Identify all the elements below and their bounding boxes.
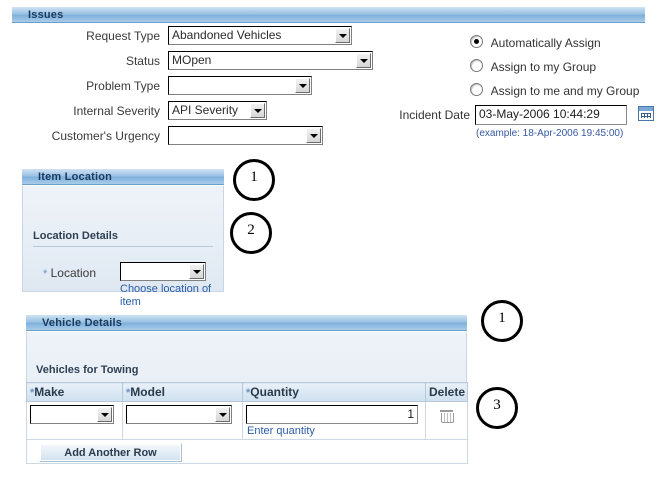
location-details-heading: Location Details xyxy=(33,230,118,242)
quantity-hint: Enter quantity xyxy=(247,425,315,437)
issues-panel: Issues xyxy=(12,6,645,23)
status-select[interactable]: MOpen xyxy=(168,51,373,70)
required-marker: * xyxy=(43,268,48,280)
annotation-1-item-location: 1 xyxy=(233,159,275,201)
field-internal-severity: Internal Severity API Severity xyxy=(12,101,392,123)
make-select[interactable] xyxy=(30,405,114,424)
chevron-down-icon[interactable] xyxy=(306,128,321,143)
internal-severity-value: API Severity xyxy=(172,103,239,117)
annotation-3-delete-icon: 3 xyxy=(476,387,518,429)
request-type-value: Abandoned Vehicles xyxy=(172,28,282,42)
required-marker: * xyxy=(126,387,131,399)
internal-severity-select[interactable]: API Severity xyxy=(168,101,267,120)
radio-label-assign-my-group: Assign to my Group xyxy=(490,60,597,74)
column-header-model-label: Model xyxy=(130,385,165,399)
quantity-input[interactable]: 1 xyxy=(246,405,418,424)
column-header-make: *Make xyxy=(26,382,123,402)
vehicle-details-panel: Vehicle Details xyxy=(26,314,467,331)
column-header-make-label: Make xyxy=(34,385,65,399)
location-select[interactable] xyxy=(120,262,206,281)
add-row-cell: Add Another Row xyxy=(26,439,468,464)
location-label-text: Location xyxy=(50,266,96,280)
radio-assign-me-and-my-group[interactable]: Assign to me and my Group xyxy=(470,83,639,103)
required-marker: * xyxy=(30,387,35,399)
incident-date-label: Incident Date xyxy=(399,108,470,122)
table-header-row: *Make *Model *Quantity Delete xyxy=(26,382,468,402)
chevron-down-icon[interactable] xyxy=(189,264,204,279)
radio-automatically-assign[interactable]: Automatically Assign xyxy=(470,35,601,55)
cell-make xyxy=(26,401,123,440)
radio-label-automatically-assign: Automatically Assign xyxy=(490,36,601,50)
required-marker: * xyxy=(246,387,251,399)
table-row: 1 Enter quantity xyxy=(26,401,468,440)
add-another-row-button[interactable]: Add Another Row xyxy=(39,443,182,462)
customers-urgency-label: Customer's Urgency xyxy=(51,129,160,143)
internal-severity-label: Internal Severity xyxy=(73,104,160,118)
annotation-1-vehicle-details: 1 xyxy=(481,300,523,342)
incident-date-example: (example: 18-Apr-2006 19:45:00) xyxy=(476,128,624,139)
field-status: Status MOpen xyxy=(12,51,392,73)
location-hint-link[interactable]: Choose location of item xyxy=(120,283,212,308)
status-value: MOpen xyxy=(172,53,212,67)
chevron-down-icon[interactable] xyxy=(250,103,265,118)
field-problem-type: Problem Type xyxy=(12,76,392,98)
column-header-model: *Model xyxy=(122,382,243,402)
status-label: Status xyxy=(125,54,160,68)
section-divider xyxy=(33,246,213,247)
request-type-label: Request Type xyxy=(86,29,160,43)
chevron-down-icon[interactable] xyxy=(97,407,112,422)
calendar-icon[interactable] xyxy=(638,106,654,121)
problem-type-select[interactable] xyxy=(168,76,312,95)
chevron-down-icon[interactable] xyxy=(335,28,350,43)
table-actions-row: Add Another Row xyxy=(26,439,468,464)
incident-date-input[interactable]: 03-May-2006 10:44:29 xyxy=(475,105,627,125)
request-type-select[interactable]: Abandoned Vehicles xyxy=(168,26,352,45)
item-location-body: Location Details * Location Choose locat… xyxy=(22,186,224,308)
chevron-down-icon[interactable] xyxy=(295,78,310,93)
item-location-title: Item Location xyxy=(22,168,224,185)
field-request-type: Request Type Abandoned Vehicles xyxy=(12,26,392,48)
item-location-panel: Item Location xyxy=(22,168,224,185)
cell-quantity: 1 Enter quantity xyxy=(242,401,426,440)
chevron-down-icon[interactable] xyxy=(215,407,230,422)
radio-icon[interactable] xyxy=(470,59,483,72)
annotation-2-location-details: 2 xyxy=(230,212,272,254)
vehicles-table: *Make *Model *Quantity Delete xyxy=(26,382,468,464)
model-select[interactable] xyxy=(126,405,232,424)
problem-type-label: Problem Type xyxy=(86,79,160,93)
quantity-value: 1 xyxy=(407,407,414,421)
radio-assign-my-group[interactable]: Assign to my Group xyxy=(470,59,596,79)
vehicles-for-towing-heading: Vehicles for Towing xyxy=(36,364,139,376)
customers-urgency-select[interactable] xyxy=(168,126,323,145)
field-customers-urgency: Customer's Urgency xyxy=(12,126,392,148)
column-header-delete: Delete xyxy=(425,382,468,402)
issues-panel-title: Issues xyxy=(12,6,645,23)
cell-model xyxy=(122,401,243,440)
location-field-label: * Location xyxy=(43,266,96,280)
cell-delete xyxy=(425,401,468,440)
issues-form: Request Type Abandoned Vehicles Status M… xyxy=(12,24,654,148)
trash-icon[interactable] xyxy=(440,410,454,423)
column-header-quantity: *Quantity xyxy=(242,382,426,402)
column-header-quantity-label: Quantity xyxy=(250,385,299,399)
vehicle-details-title: Vehicle Details xyxy=(26,314,467,331)
incident-date-value: 03-May-2006 10:44:29 xyxy=(479,107,600,121)
radio-icon-selected[interactable] xyxy=(470,35,483,48)
radio-icon[interactable] xyxy=(470,83,483,96)
vehicle-details-body: Vehicles for Towing *Make *Model *Quanti… xyxy=(26,332,468,464)
chevron-down-icon[interactable] xyxy=(356,53,371,68)
radio-label-assign-me-and-my-group: Assign to me and my Group xyxy=(490,84,640,98)
